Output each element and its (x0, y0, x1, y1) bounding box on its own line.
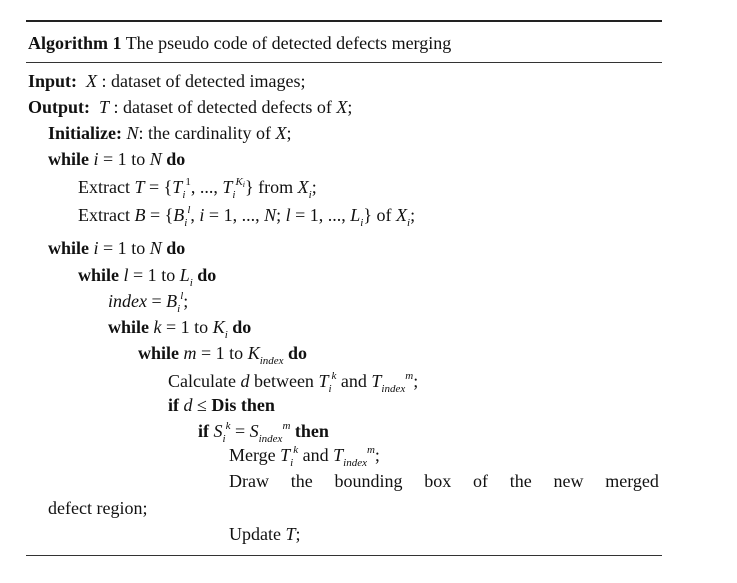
algorithm-block: Algorithm 1 The pseudo code of detected … (26, 20, 662, 63)
extract-t-line: Extract T = {Ti1, ..., TiKi} from Xi; (78, 176, 317, 201)
while-loop-l: while l = 1 to Li do (78, 265, 217, 289)
while-loop-2: while i = 1 to N do (48, 238, 186, 258)
update-line: Update T; (229, 524, 301, 544)
bottom-rule (26, 555, 662, 556)
if-distance-line: if d ≤ Dis then (168, 395, 275, 415)
calculate-line: Calculate d between Tik and Tindexm; (168, 370, 419, 395)
caption-rule (26, 62, 662, 63)
draw-line-continued: defect region; (48, 498, 148, 518)
initialize-line: Initialize: N: the cardinality of X; (48, 123, 292, 143)
while-loop-k: while k = 1 to Ki do (108, 317, 252, 341)
draw-line: Draw the bounding box of the new merged (229, 471, 659, 491)
caption-text: The pseudo code of detected defects merg… (125, 33, 452, 53)
algorithm-caption: Algorithm 1 The pseudo code of detected … (26, 22, 662, 62)
input-line: Input: X : dataset of detected images; (28, 71, 306, 91)
merge-line: Merge Tik and Tindexm; (229, 444, 380, 469)
top-rule (26, 20, 662, 22)
while-loop-m: while m = 1 to Kindex do (138, 343, 308, 367)
if-class-line: if Sik = Sindexm then (198, 420, 329, 445)
index-assign-line: index = Bil; (108, 290, 189, 315)
extract-b-line: Extract B = {Bil, i = 1, ..., N; l = 1, … (78, 204, 416, 229)
while-loop-1: while i = 1 to N do (48, 149, 186, 169)
caption-label: Algorithm 1 (28, 33, 122, 53)
output-line: Output: T : dataset of detected defects … (28, 97, 353, 117)
